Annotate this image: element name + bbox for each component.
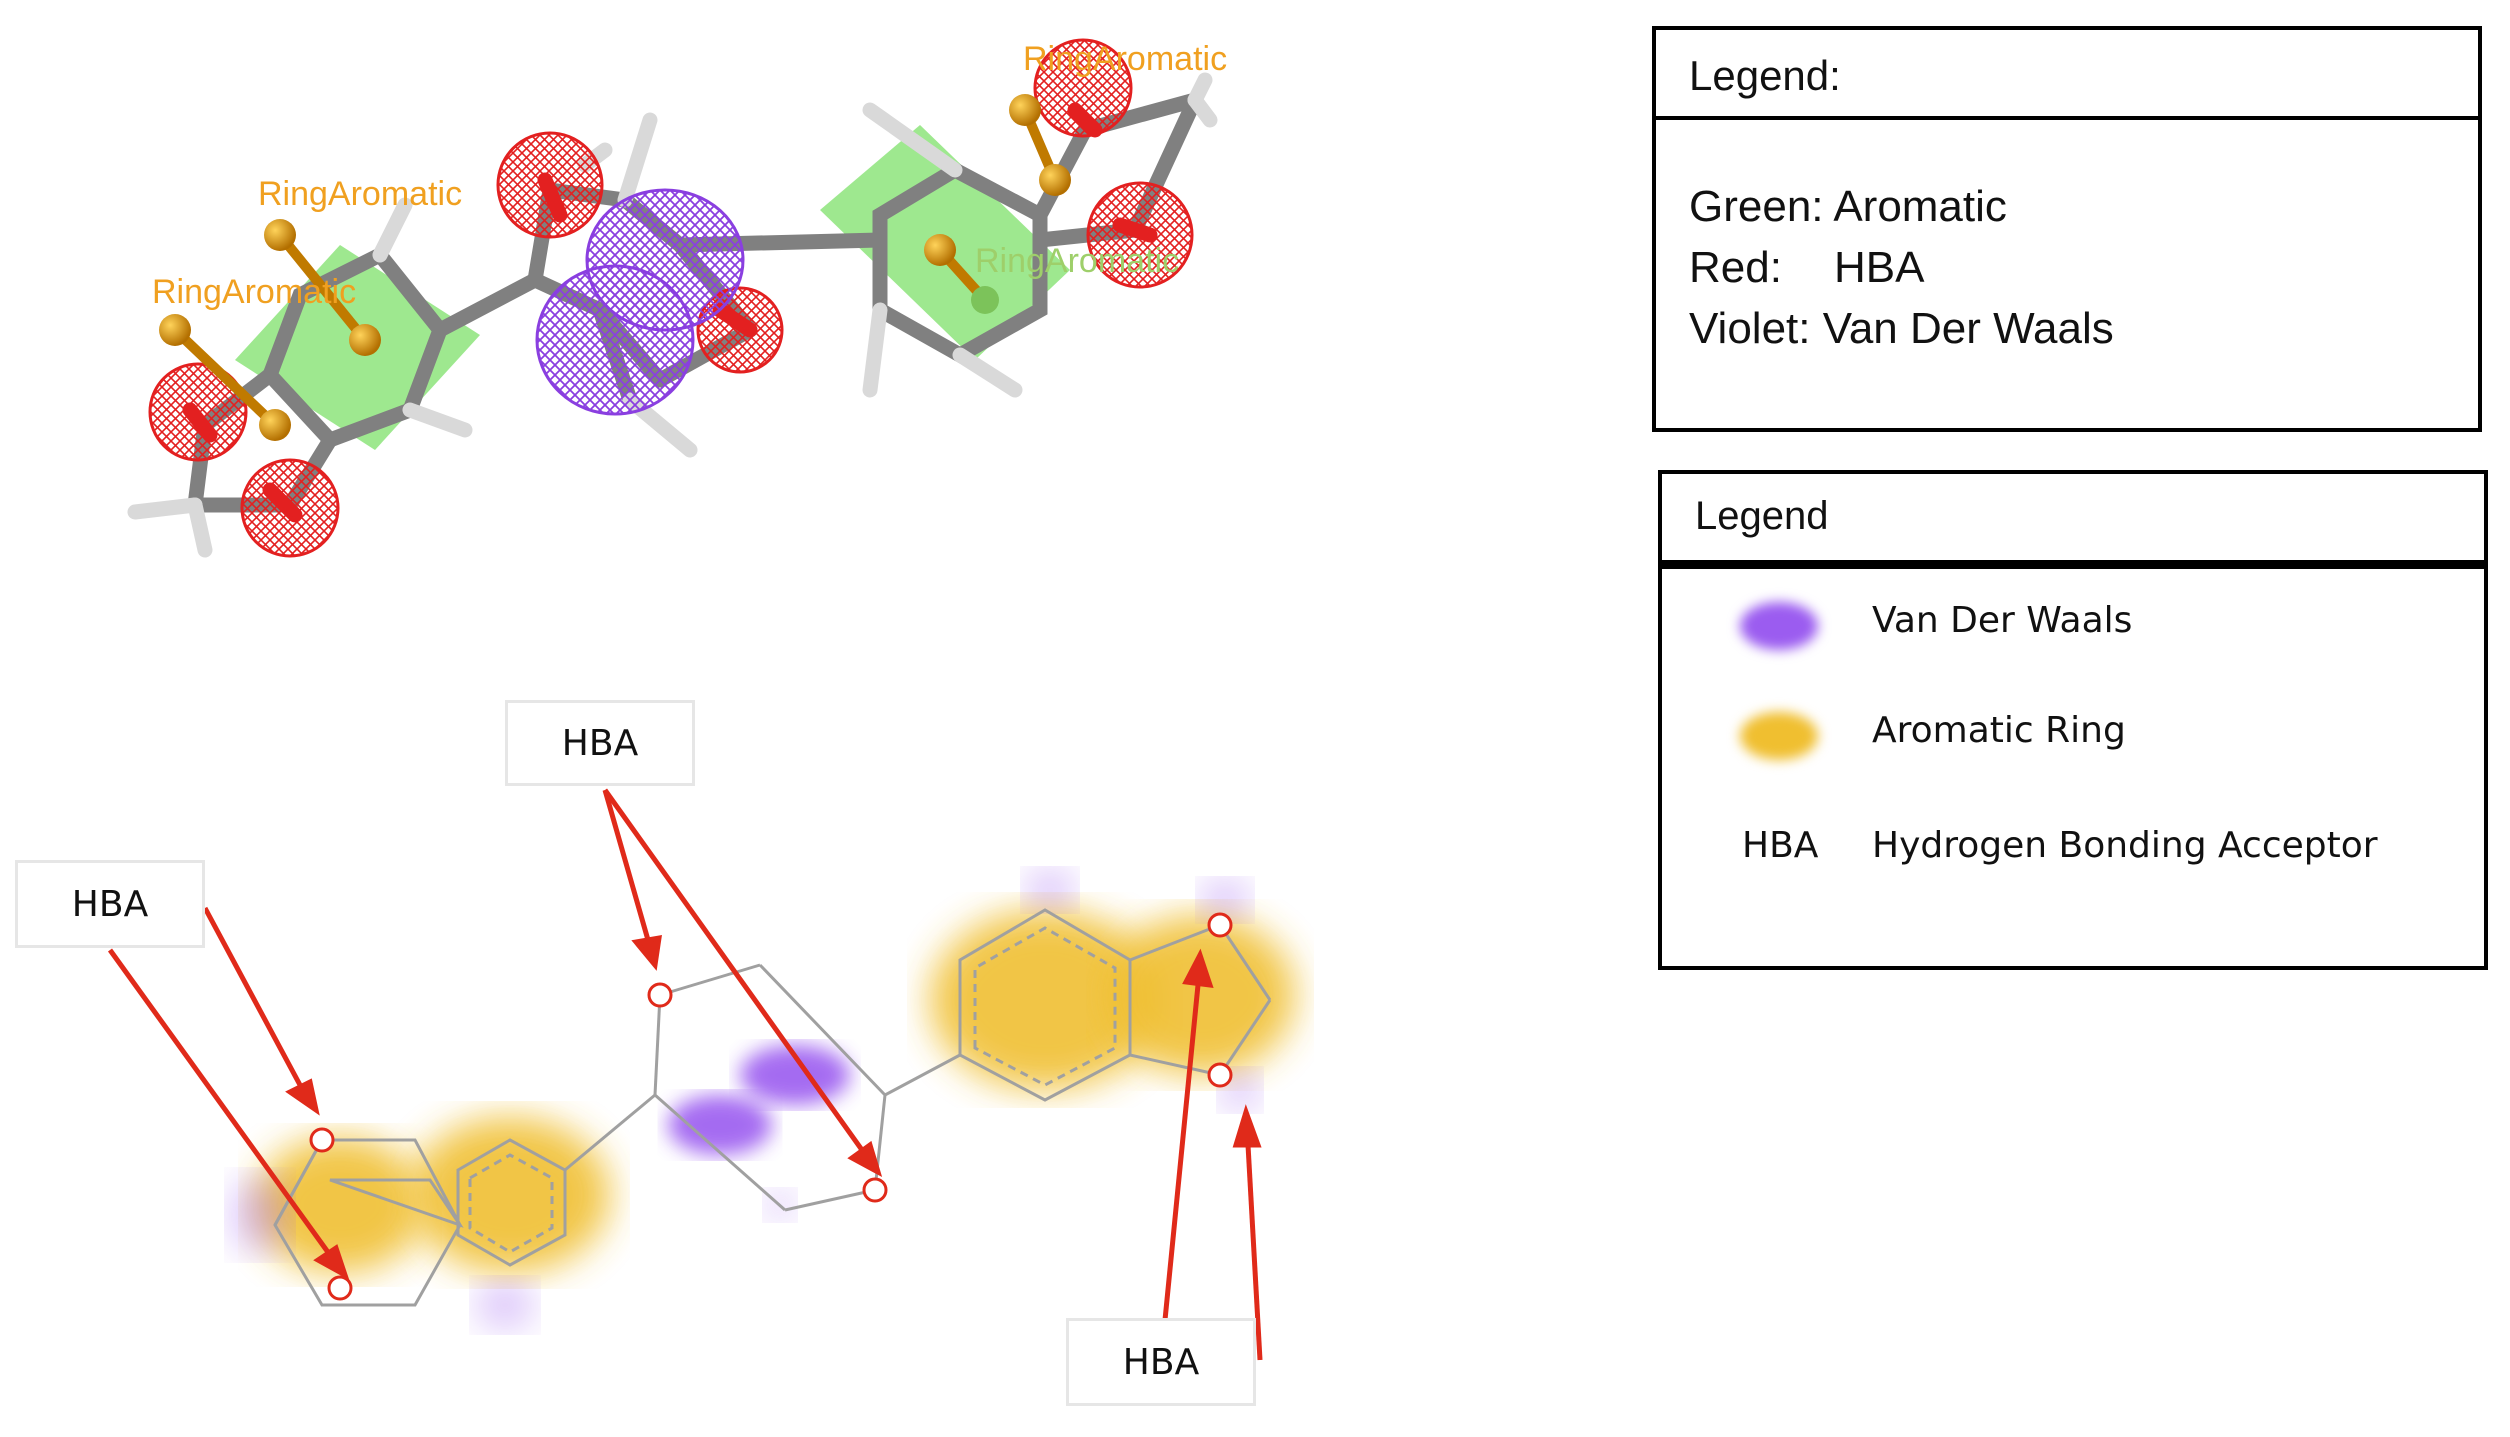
pharmacophore-3d-model: RingAromatic RingAromatic RingAromatic R… <box>127 38 1227 558</box>
legend-title: Legend <box>1662 474 2484 569</box>
legend-rows: Green: Aromatic Red: HBA Violet: Van Der … <box>1656 120 2478 359</box>
legend-item-aromatic: Aromatic Ring <box>1662 704 2484 764</box>
legend-title: Legend: <box>1656 30 2478 120</box>
legend-value: Aromatic <box>1833 182 2007 231</box>
legend-item-label: Van Der Waals <box>1872 600 2133 641</box>
legend-key: Violet: <box>1689 304 1811 353</box>
ring-aromatic-label-2: RingAromatic <box>152 273 356 311</box>
yellow-blob-swatch <box>1740 712 1818 760</box>
ring-aromatic-label-4: RingAromatic <box>975 242 1179 280</box>
hba-callout-left: HBA <box>15 860 205 948</box>
hba-mesh-spheres <box>148 38 1194 558</box>
legend-item-vdw: Van Der Waals <box>1662 594 2484 654</box>
violet-blob-swatch <box>1740 602 1818 650</box>
pharmacophore-2d-diagram <box>107 788 1295 1361</box>
skeleton-bonds <box>273 908 1272 1307</box>
legend-text-box: Legend: Green: Aromatic Red: HBA Violet: … <box>1652 26 2482 432</box>
legend-value: HBA <box>1834 243 1925 292</box>
legend-value: Van Der Waals <box>1822 304 2114 353</box>
legend-row-green: Green: Aromatic <box>1689 176 2478 237</box>
aromatic-centroid-balls <box>159 94 1071 441</box>
legend-item-label: Hydrogen Bonding Acceptor <box>1872 825 2378 866</box>
oxygen-atoms <box>309 912 1233 1301</box>
legend-key: Green: <box>1689 182 1824 231</box>
hba-callout-bottom: HBA <box>1066 1318 1256 1406</box>
vdw-blobs <box>230 870 1260 1330</box>
hba-abbrev: HBA <box>1742 825 1819 866</box>
legend-item-label: Aromatic Ring <box>1872 710 2126 751</box>
legend-row-red: Red: HBA <box>1689 237 2478 298</box>
hba-callout-top: HBA <box>505 700 695 786</box>
ring-aromatic-label-3: RingAromatic <box>1023 40 1227 78</box>
legend-swatch-box: Legend Van Der Waals Aromatic Ring HBA H… <box>1658 470 2488 970</box>
legend-key: Red: <box>1689 243 1782 292</box>
legend-item-hba: HBA Hydrogen Bonding Acceptor <box>1662 819 2484 879</box>
ring-aromatic-label-1: RingAromatic <box>258 175 462 213</box>
legend-row-violet: Violet: Van Der Waals <box>1689 298 2478 359</box>
hba-arrows <box>107 788 1263 1361</box>
vdw-mesh-spheres <box>535 188 745 416</box>
